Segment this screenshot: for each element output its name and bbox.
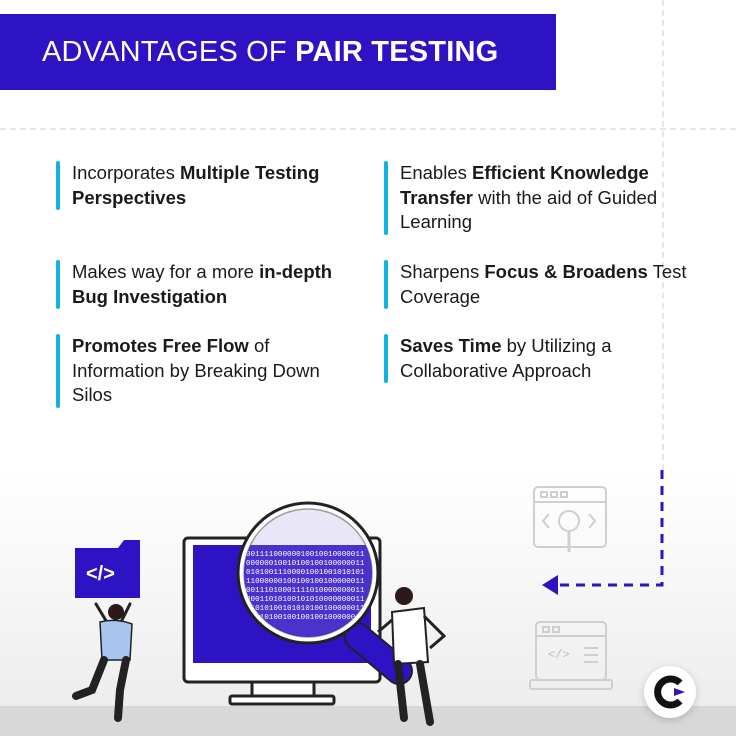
svg-text:11000000100100100100000011: 11000000100100100100000011 [246, 578, 365, 586]
dashed-divider [0, 128, 736, 130]
advantage-text: Promotes Free Flow of Information by Bre… [72, 335, 320, 405]
accent-bar [56, 260, 60, 309]
accent-bar [384, 334, 388, 383]
code-inspect-window-icon [533, 486, 607, 552]
code-editor-label: </> [548, 648, 570, 662]
title-prefix: ADVANTAGES OF [42, 36, 296, 68]
advantage-item: Incorporates Multiple Testing Perspectiv… [56, 161, 356, 210]
brand-logo [644, 666, 696, 718]
svg-text:00011010100101010000000011: 00011010100101010000000011 [246, 596, 365, 604]
man-figure [377, 587, 447, 726]
folder-code-label: </> [86, 563, 115, 585]
page-title: ADVANTAGES OF PAIR TESTING [42, 34, 498, 70]
svg-text:01010011100001001001010101: 01010011100001001001010101 [246, 569, 365, 577]
advantage-item: Sharpens Focus & Broadens Test Coverage [384, 260, 694, 309]
woman-figure [72, 602, 133, 722]
accent-bar [56, 334, 60, 408]
arrow-head-icon [542, 575, 558, 595]
advantage-item: Saves Time by Utilizing a Collaborative … [384, 334, 694, 383]
accent-bar [384, 260, 388, 309]
svg-text:01010100100100100100000011: 01010100100100100100000011 [246, 614, 365, 622]
advantage-item: Makes way for a more in-depth Bug Invest… [56, 260, 356, 309]
svg-text:00111100000010010010000011: 00111100000010010010000011 [246, 551, 365, 559]
title-bold: PAIR TESTING [295, 36, 499, 68]
advantage-text: Saves Time by Utilizing a Collaborative … [400, 335, 612, 381]
logo-icon [654, 675, 685, 709]
advantage-text: Sharpens Focus & Broadens Test Coverage [400, 261, 687, 307]
title-banner: ADVANTAGES OF PAIR TESTING [0, 14, 556, 90]
advantage-item: Promotes Free Flow of Information by Bre… [56, 334, 356, 408]
code-editor-window-icon [529, 621, 613, 690]
dashed-arrow [542, 470, 664, 595]
advantage-text: Makes way for a more in-depth Bug Invest… [72, 261, 333, 307]
binary-code-text: 00111100000010010010000011 0000001001010… [246, 551, 365, 622]
accent-bar [384, 161, 388, 235]
accent-bar [56, 161, 60, 210]
svg-text:01010100101010100100000011: 01010100101010100100000011 [246, 605, 365, 613]
floor-strip [0, 706, 736, 736]
code-folder-icon [75, 540, 140, 598]
dashed-vertical-line [662, 0, 664, 470]
svg-text:00111010001111010000000011: 00111010001111010000000011 [246, 587, 365, 595]
advantage-text: Incorporates Multiple Testing Perspectiv… [72, 162, 320, 208]
svg-text:00000010010100100100000011: 00000010010100100100000011 [246, 560, 365, 568]
advantage-item: Enables Efficient Knowledge Transfer wit… [384, 161, 694, 235]
advantage-text: Enables Efficient Knowledge Transfer wit… [400, 162, 658, 232]
